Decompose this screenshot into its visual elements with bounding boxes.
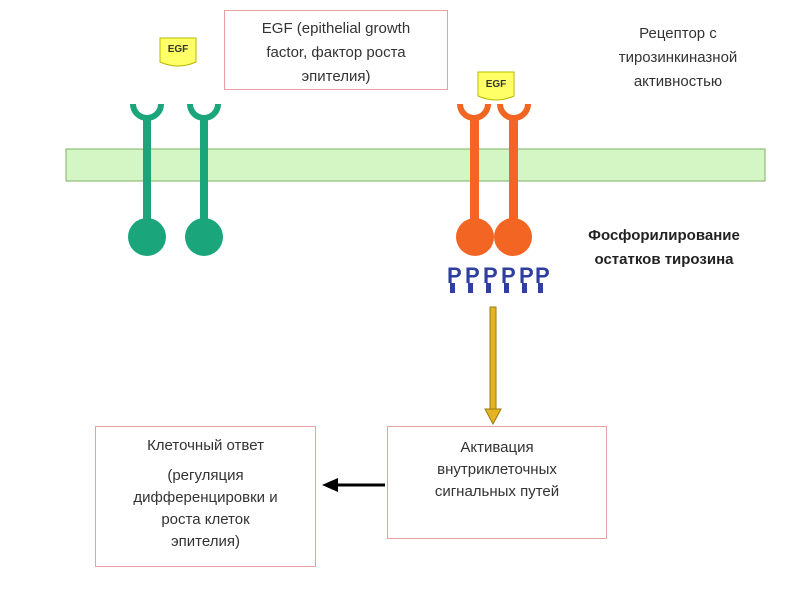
active-receptor-monomer-left bbox=[456, 103, 494, 256]
receptor-label-line-1: Рецептор с bbox=[639, 25, 717, 42]
phosphate-3: P bbox=[483, 263, 498, 288]
cell-response-line-1: (регуляция bbox=[167, 467, 244, 484]
cell-response-title: Клеточный ответ bbox=[147, 437, 264, 454]
egf-ligand-free-label: EGF bbox=[168, 44, 189, 55]
egf-ligand-bound: EGF bbox=[477, 71, 515, 101]
response-arrow bbox=[322, 478, 385, 492]
cell-response-line-4: эпителия) bbox=[171, 533, 240, 550]
activation-box: Активация внутриклеточных сигнальных пут… bbox=[387, 426, 607, 539]
phosphorylation-label: Фосфорилирование остатков тирозина bbox=[554, 224, 774, 272]
inactive-receptor-monomer-right bbox=[185, 103, 223, 256]
receptor-label: Рецептор с тирозинкиназной активностью bbox=[588, 22, 768, 94]
cell-response-line-2: дифференцировки и bbox=[133, 489, 278, 506]
inactive-receptor bbox=[128, 103, 223, 256]
cell-response-box: Клеточный ответ (регуляция дифференциров… bbox=[95, 426, 316, 567]
receptor-label-line-2: тирозинкиназной bbox=[618, 49, 738, 66]
receptor-label-line-3: активностью bbox=[633, 73, 723, 90]
egf-description-line-1: EGF (epithelial growth bbox=[261, 20, 411, 37]
phosphate-5: P bbox=[519, 263, 534, 288]
egf-description-box: EGF (epithelial growth factor, фактор ро… bbox=[224, 10, 448, 90]
egf-description-line-3: эпителия) bbox=[301, 68, 371, 85]
phosphate-2: P bbox=[465, 263, 480, 288]
phosphorylation-label-line-2: остатков тирозина bbox=[594, 251, 734, 268]
phosphate-1: P bbox=[447, 263, 462, 288]
phosphate-groups: P P P P P P bbox=[447, 263, 550, 293]
activation-line-3: сигнальных путей bbox=[434, 483, 560, 500]
activation-line-1: Активация bbox=[460, 439, 534, 456]
cell-response-line-3: роста клеток bbox=[161, 511, 250, 528]
egf-ligand-bound-label: EGF bbox=[486, 79, 507, 90]
phosphorylation-label-line-1: Фосфорилирование bbox=[588, 227, 740, 244]
active-receptor-monomer-right bbox=[494, 103, 532, 256]
phosphate-4: P bbox=[501, 263, 516, 288]
activation-arrow bbox=[484, 306, 502, 426]
phosphate-6: P bbox=[535, 263, 550, 288]
egf-ligand-free: EGF bbox=[159, 37, 197, 67]
active-receptor-dimer bbox=[456, 103, 532, 256]
inactive-receptor-monomer-left bbox=[128, 103, 166, 256]
cell-membrane bbox=[65, 148, 766, 182]
activation-line-2: внутриклеточных bbox=[437, 461, 557, 478]
egf-description-line-2: factor, фактор роста bbox=[266, 44, 406, 61]
